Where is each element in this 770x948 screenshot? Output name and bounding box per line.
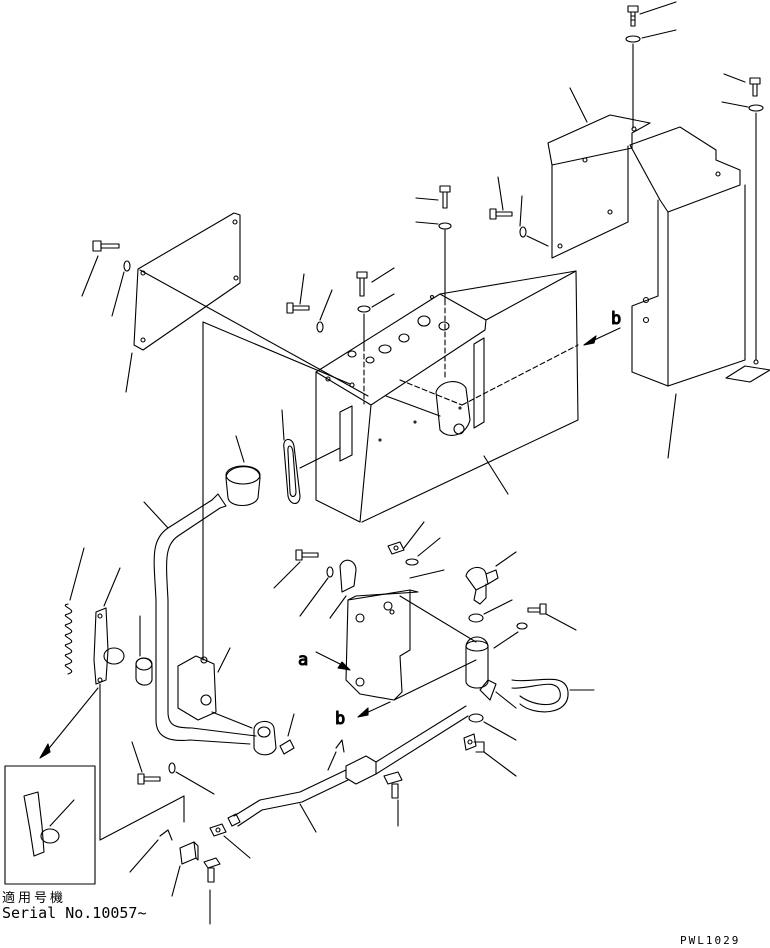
bolt-center-a — [415, 185, 452, 301]
screw-bottom — [203, 857, 221, 925]
top-washer-1 — [625, 29, 677, 129]
fuel-tank — [315, 270, 579, 523]
bolt-tank-top — [356, 267, 395, 347]
left-cover-bolt — [81, 240, 131, 317]
view-b-label-bottom: b — [335, 709, 345, 729]
view-a-label: a — [298, 650, 308, 670]
mounting-bracket — [345, 589, 477, 701]
nut-bracket — [387, 521, 445, 579]
lever-arm — [93, 567, 185, 841]
left-cover-plate — [125, 212, 241, 393]
gasket — [281, 409, 341, 505]
fuel-line-tube — [227, 705, 469, 833]
bolt-bracket — [273, 549, 334, 617]
side-cover-right — [629, 126, 770, 459]
detail-box — [4, 765, 96, 885]
detail-arrow — [39, 687, 99, 759]
elbow-fitting — [465, 551, 517, 605]
assembly-lines — [139, 269, 441, 661]
top-bolt-2 — [723, 73, 761, 97]
fuel-valve — [465, 636, 517, 709]
spring — [64, 547, 85, 675]
screw-tube — [383, 771, 403, 827]
o-ring-lower — [468, 713, 517, 741]
lever-knob — [253, 713, 295, 756]
filler-cap — [225, 435, 261, 507]
view-b-label-top: b — [611, 309, 621, 329]
bolt-center-b — [489, 176, 549, 247]
top-bolt-1 — [627, 1, 677, 27]
o-ring-upper — [468, 599, 513, 623]
view-a-arrow — [315, 651, 351, 671]
view-b-arrow-top — [583, 327, 621, 346]
fuel-hose — [511, 678, 595, 713]
drain-valve — [463, 733, 517, 777]
bolt-right — [493, 603, 577, 649]
view-b-arrow-bottom — [357, 701, 391, 718]
clamp-block — [129, 829, 199, 897]
filler-tube — [143, 493, 257, 745]
tank-hidden-lines — [363, 299, 579, 406]
top-washer-2 — [721, 101, 764, 361]
serial-number: Serial No.10057~ — [2, 904, 147, 922]
bracket-tab — [329, 559, 357, 619]
bolt-tank-side — [286, 273, 333, 333]
bolt-bottom-left — [131, 741, 215, 823]
cover-plate-upper — [547, 87, 651, 259]
bushing — [135, 615, 153, 686]
nut-bottom — [209, 823, 251, 859]
drawing-code: PWL1029 — [680, 934, 740, 947]
tube-bracket-block — [177, 647, 253, 729]
applicable-label-jp: 適用号機 — [2, 890, 66, 906]
